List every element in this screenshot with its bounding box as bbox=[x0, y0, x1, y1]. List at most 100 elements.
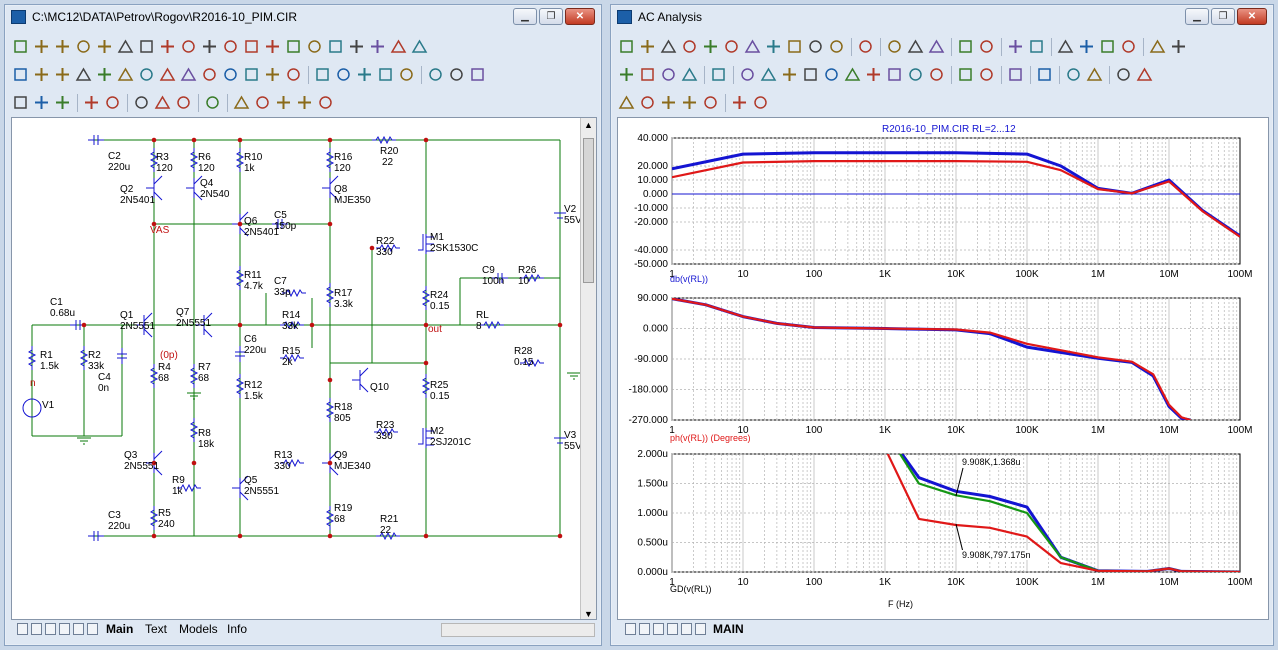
dropdown-icon[interactable] bbox=[680, 37, 699, 56]
tick-10-icon[interactable] bbox=[927, 65, 946, 84]
zoom-out-icon[interactable] bbox=[1135, 65, 1154, 84]
attribute-icon[interactable] bbox=[11, 65, 30, 84]
check-icon[interactable] bbox=[116, 37, 135, 56]
node-num-icon[interactable] bbox=[32, 65, 51, 84]
dropdown-icon[interactable] bbox=[221, 37, 240, 56]
zoom-in-icon[interactable] bbox=[1114, 65, 1133, 84]
pause-icon[interactable] bbox=[927, 37, 946, 56]
flip-x-icon[interactable] bbox=[376, 65, 395, 84]
nav-prev-icon[interactable] bbox=[45, 623, 56, 635]
split-3-icon[interactable] bbox=[1098, 37, 1117, 56]
arrow-icon[interactable] bbox=[263, 37, 282, 56]
copy-icon[interactable] bbox=[82, 93, 101, 112]
dropdown-icon[interactable] bbox=[701, 93, 720, 112]
minimize-button[interactable]: ▁ bbox=[513, 8, 537, 25]
paste-icon[interactable] bbox=[751, 93, 770, 112]
hand-icon[interactable] bbox=[638, 37, 657, 56]
zoom-fit-icon[interactable] bbox=[174, 93, 193, 112]
dropdown-icon[interactable] bbox=[638, 93, 657, 112]
zoom-4-icon[interactable] bbox=[680, 65, 699, 84]
font-icon[interactable] bbox=[659, 93, 678, 112]
cursor-2-icon[interactable] bbox=[977, 37, 996, 56]
dropdown-icon[interactable] bbox=[200, 65, 219, 84]
dropdown-icon[interactable] bbox=[253, 93, 272, 112]
select-arrow-icon[interactable] bbox=[617, 37, 636, 56]
tick-8-icon[interactable] bbox=[885, 65, 904, 84]
nav-next-icon[interactable] bbox=[667, 623, 678, 635]
stop-icon[interactable] bbox=[906, 37, 925, 56]
layout-icon[interactable] bbox=[617, 93, 636, 112]
nav-last-icon[interactable] bbox=[681, 623, 692, 635]
zoom-3-icon[interactable] bbox=[659, 65, 678, 84]
probe-icon[interactable] bbox=[326, 37, 345, 56]
minimize-button[interactable]: ▁ bbox=[1185, 8, 1209, 25]
plot-4-icon[interactable] bbox=[785, 37, 804, 56]
tab-main[interactable]: MAIN bbox=[713, 622, 744, 636]
font-color-icon[interactable] bbox=[295, 93, 314, 112]
waveform-icon[interactable] bbox=[368, 37, 387, 56]
flip-y-icon[interactable] bbox=[397, 65, 416, 84]
fit-1-icon[interactable] bbox=[1064, 65, 1083, 84]
plot-2-icon[interactable] bbox=[743, 37, 762, 56]
nav-prev-icon[interactable] bbox=[653, 623, 664, 635]
nav-last-icon[interactable] bbox=[73, 623, 84, 635]
box-1-icon[interactable] bbox=[1006, 37, 1025, 56]
flag-icon[interactable] bbox=[410, 37, 429, 56]
tick-1-icon[interactable] bbox=[738, 65, 757, 84]
tab-text[interactable]: Text bbox=[145, 622, 168, 636]
tick-2-icon[interactable] bbox=[759, 65, 778, 84]
text-edit-icon[interactable] bbox=[468, 65, 487, 84]
hand-icon[interactable] bbox=[32, 37, 51, 56]
list-icon[interactable] bbox=[1006, 65, 1025, 84]
text-icon[interactable] bbox=[74, 37, 93, 56]
zoom-box-icon[interactable] bbox=[701, 37, 720, 56]
tab-info[interactable]: Info bbox=[227, 622, 248, 636]
dropdown-icon[interactable] bbox=[179, 37, 198, 56]
plot-5-icon[interactable] bbox=[806, 37, 825, 56]
zoom-1-icon[interactable] bbox=[617, 65, 636, 84]
restore-button[interactable]: ❐ bbox=[539, 8, 563, 25]
rotate-icon[interactable] bbox=[355, 65, 374, 84]
tick-6-icon[interactable] bbox=[843, 65, 862, 84]
nav-first-icon[interactable] bbox=[625, 623, 636, 635]
circle-x-icon[interactable] bbox=[32, 93, 51, 112]
plot-1-icon[interactable] bbox=[722, 37, 741, 56]
split-4-icon[interactable] bbox=[1119, 37, 1138, 56]
page-2-icon[interactable] bbox=[242, 65, 261, 84]
nav-next-icon[interactable] bbox=[59, 623, 70, 635]
split-2-icon[interactable] bbox=[1077, 37, 1096, 56]
tick-5-icon[interactable] bbox=[822, 65, 841, 84]
label-icon[interactable] bbox=[956, 65, 975, 84]
table-2-icon[interactable] bbox=[1169, 37, 1188, 56]
nav-prev-page-icon[interactable] bbox=[639, 623, 650, 635]
tick-9-icon[interactable] bbox=[906, 65, 925, 84]
tab-models[interactable]: Models bbox=[179, 622, 218, 636]
paste-icon[interactable] bbox=[103, 93, 122, 112]
help-icon[interactable] bbox=[305, 37, 324, 56]
circle-1-icon[interactable] bbox=[11, 93, 30, 112]
bound-icon[interactable] bbox=[313, 65, 332, 84]
more-icon[interactable] bbox=[53, 93, 72, 112]
zoom-out-icon[interactable] bbox=[153, 93, 172, 112]
dropdown-icon[interactable] bbox=[316, 93, 335, 112]
node-icon[interactable] bbox=[158, 65, 177, 84]
camera-icon[interactable] bbox=[203, 93, 222, 112]
nav-first-icon[interactable] bbox=[17, 623, 28, 635]
tick-3-icon[interactable] bbox=[780, 65, 799, 84]
nav-prev-page-icon[interactable] bbox=[31, 623, 42, 635]
text-icon[interactable] bbox=[827, 37, 846, 56]
tick-7-icon[interactable] bbox=[864, 65, 883, 84]
box-icon[interactable] bbox=[334, 65, 353, 84]
zoom-2-icon[interactable] bbox=[638, 65, 657, 84]
run-icon[interactable] bbox=[885, 37, 904, 56]
analysis-titlebar[interactable]: AC Analysis ▁ ❐ ✕ bbox=[611, 5, 1273, 29]
grid-dot-icon[interactable] bbox=[179, 65, 198, 84]
tick-4-icon[interactable] bbox=[801, 65, 820, 84]
nav-end-icon[interactable] bbox=[87, 623, 98, 635]
power-icon[interactable] bbox=[137, 65, 156, 84]
select-arrow-icon[interactable] bbox=[11, 37, 30, 56]
zoom-in-icon[interactable] bbox=[132, 93, 151, 112]
font-icon[interactable] bbox=[274, 93, 293, 112]
